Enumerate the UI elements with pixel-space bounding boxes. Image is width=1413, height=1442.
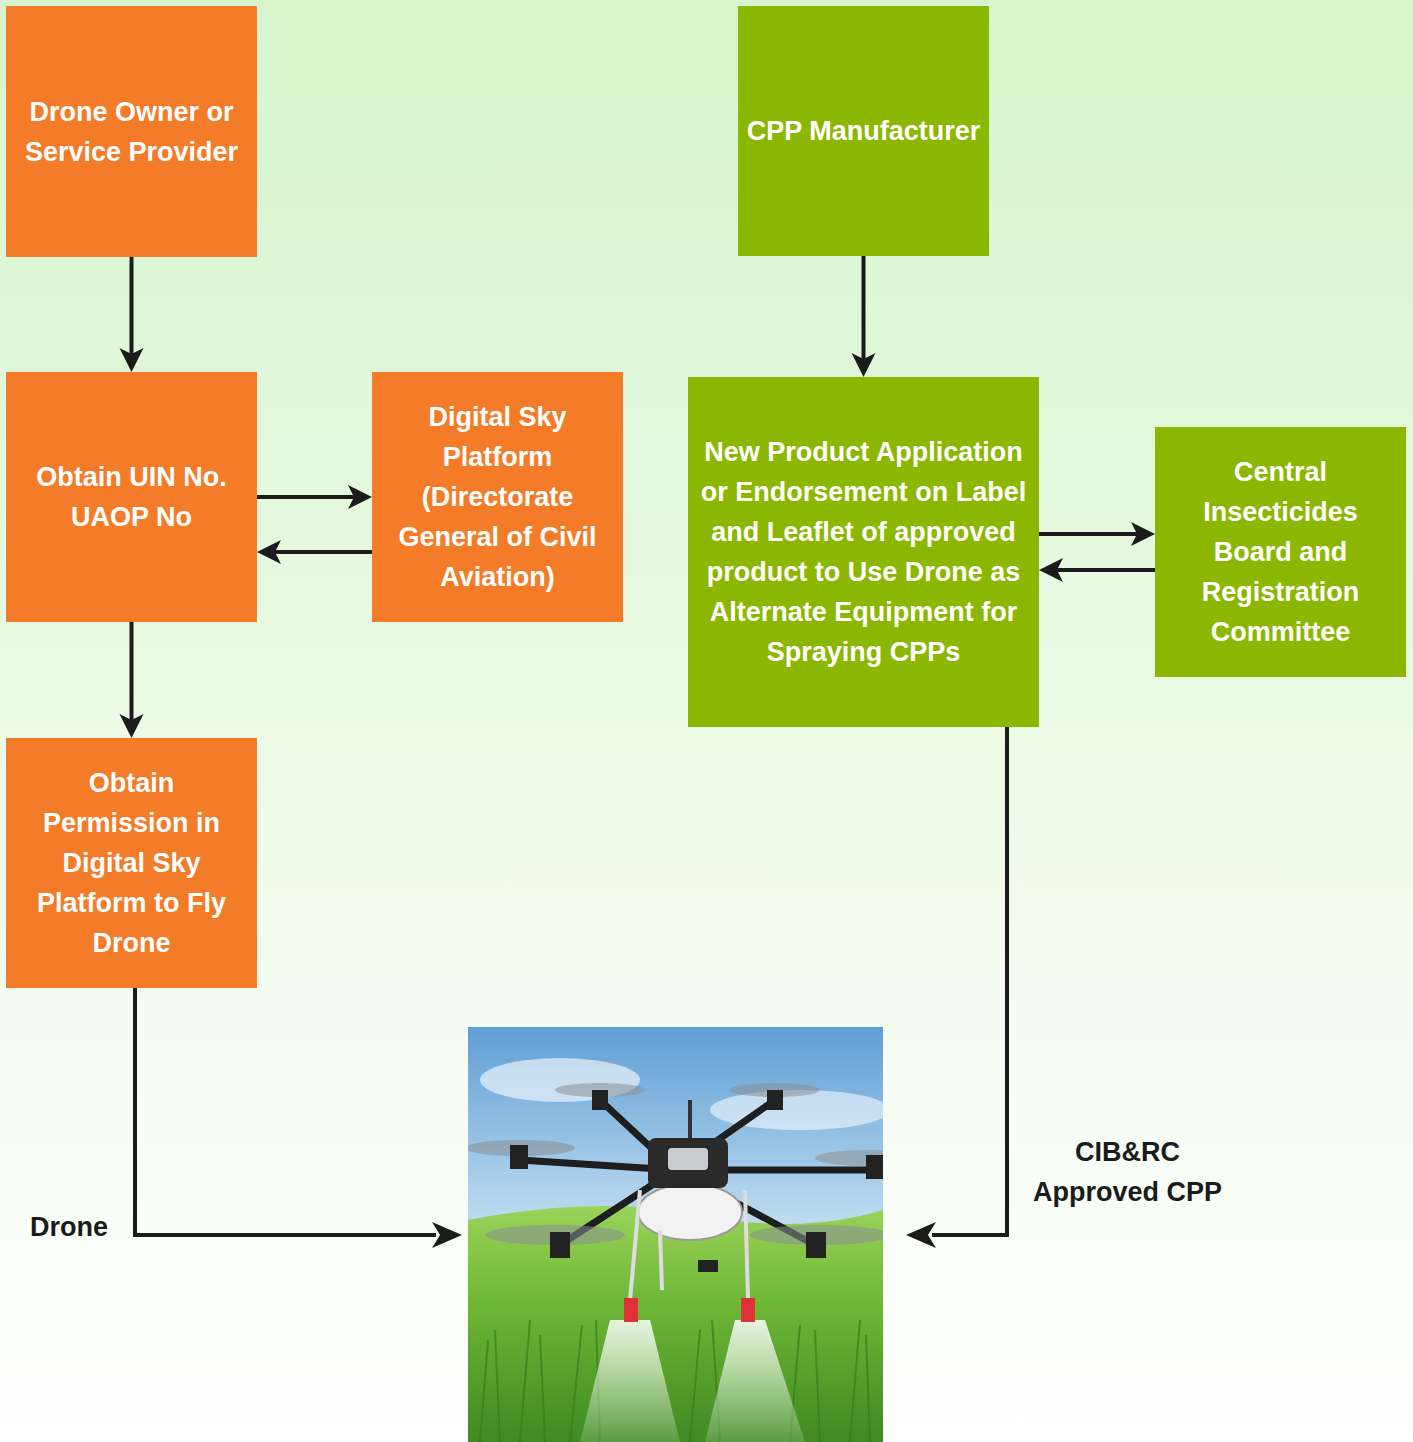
flow-label: Drone <box>30 1207 108 1247</box>
arrow-head <box>432 1222 462 1248</box>
process-box: Obtain Permission in Digital Sky Platfor… <box>6 738 257 988</box>
box-text-group: Central Insecticides Board and Registrat… <box>1163 452 1398 652</box>
flow-arrow <box>852 256 876 377</box>
connector-line <box>1039 532 1137 536</box>
connector-line <box>130 622 134 720</box>
flow-arrow <box>120 257 144 372</box>
flow-arrow <box>120 622 144 738</box>
arrow-head <box>906 1222 936 1248</box>
process-box: Digital Sky Platform (Directorate Genera… <box>372 372 623 622</box>
spray-mist <box>705 1320 805 1442</box>
box-label: Drone Owner or Service Provider <box>14 92 249 172</box>
flow-arrow <box>1039 522 1155 546</box>
process-box: New Product Application or Endorsement o… <box>688 377 1039 727</box>
box-label: Digital Sky Platform (Directorate Genera… <box>380 397 615 597</box>
box-text-group: Obtain Permission in Digital Sky Platfor… <box>14 763 249 963</box>
box-text-group: Digital Sky Platform (Directorate Genera… <box>380 397 615 597</box>
arrow-head <box>120 348 144 372</box>
drone <box>468 1083 883 1322</box>
arrow-head <box>1131 522 1155 546</box>
box-label: New Product Application or Endorsement o… <box>696 432 1031 672</box>
flow-arrow <box>257 485 372 509</box>
spray-mist <box>580 1320 680 1442</box>
box-label: CPP Manufacturer <box>747 111 981 151</box>
box-text-group: New Product Application or Endorsement o… <box>696 432 1031 672</box>
box-text-group: Drone Owner or Service Provider <box>14 92 249 172</box>
flow-arrow <box>257 540 372 564</box>
connector-line <box>862 256 866 359</box>
process-box: Drone Owner or Service Provider <box>6 6 257 257</box>
connector-line <box>257 495 354 499</box>
connector-line <box>130 257 134 354</box>
box-text-group: Obtain UIN No. UAOP No <box>14 457 249 537</box>
box-label: Central Insecticides Board and Registrat… <box>1163 452 1398 652</box>
process-box: CPP Manufacturer <box>738 6 989 256</box>
leader-line <box>135 727 1007 1248</box>
arrow-head <box>852 353 876 377</box>
box-label: Obtain UIN No. UAOP No <box>14 457 249 537</box>
drone-photo <box>468 1027 883 1442</box>
flow-arrow <box>1039 558 1155 582</box>
connector-line <box>275 550 372 554</box>
leader-line <box>135 988 436 1235</box>
process-box: Obtain UIN No. UAOP No <box>6 372 257 622</box>
process-box: Central Insecticides Board and Registrat… <box>1155 427 1406 677</box>
leader-line <box>932 727 1007 1235</box>
connector-line <box>1057 568 1155 572</box>
arrow-head <box>1039 558 1063 582</box>
arrow-head <box>348 485 372 509</box>
arrow-head <box>120 714 144 738</box>
box-text-group: CPP Manufacturer <box>747 111 981 151</box>
box-label: Obtain Permission in Digital Sky Platfor… <box>14 763 249 963</box>
flow-label: CIB&RC Approved CPP <box>1020 1132 1235 1212</box>
sky <box>468 1027 883 1442</box>
field <box>468 1206 883 1442</box>
grass <box>480 1320 870 1442</box>
arrow-head <box>257 540 281 564</box>
